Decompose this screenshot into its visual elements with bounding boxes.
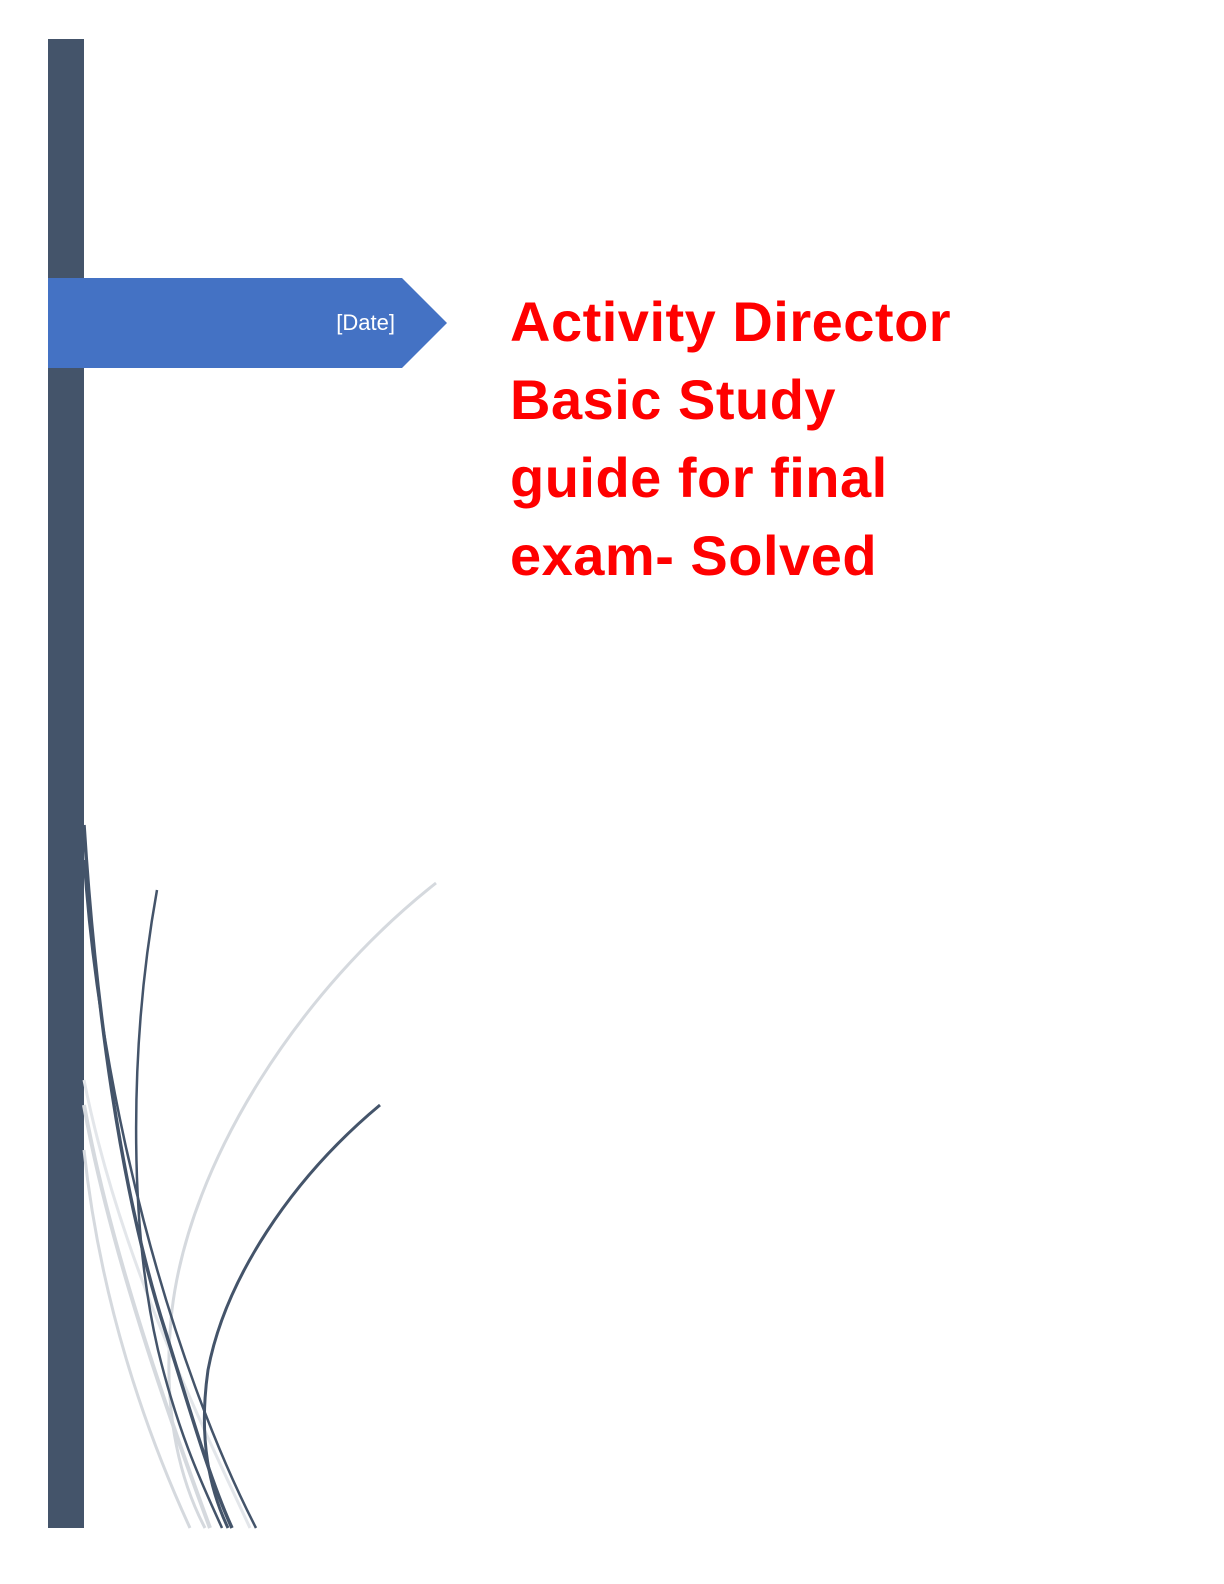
title-line-4: exam- Solved (510, 524, 878, 587)
swoosh-dark-3 (202, 1103, 381, 1529)
decorative-swoosh-lines (82, 824, 437, 1529)
title-line-2: Basic Study (510, 368, 837, 431)
date-placeholder[interactable]: [Date] (336, 310, 395, 335)
swoosh-light-3 (82, 1149, 192, 1529)
date-banner: [Date] (48, 278, 448, 368)
title-line-3: guide for final (510, 446, 888, 509)
banner-arrow-shape (48, 278, 447, 368)
swoosh-dark-2 (134, 889, 224, 1529)
swoosh-light-2 (82, 1104, 212, 1529)
document-title: Activity Director Basic Study guide for … (510, 283, 1070, 595)
swoosh-light-1 (167, 881, 437, 1529)
title-line-1: Activity Director (510, 290, 952, 353)
swoosh-light-4 (82, 1079, 252, 1529)
swoosh-dark-4 (82, 859, 258, 1529)
